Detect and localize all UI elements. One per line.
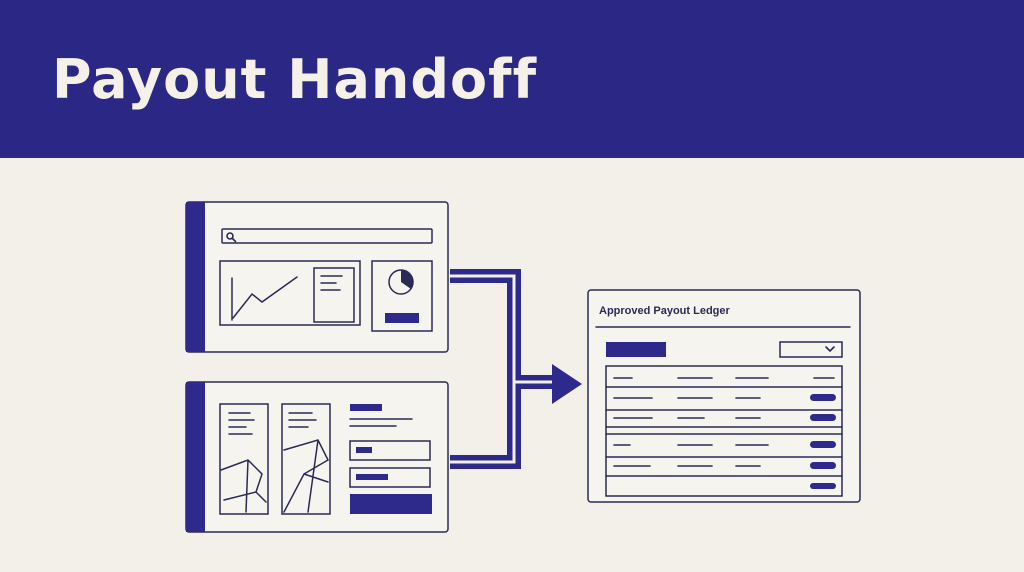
status-badge	[810, 441, 836, 448]
status-badge	[810, 414, 836, 421]
status-badge	[810, 483, 836, 489]
form-window	[185, 381, 449, 533]
status-badge	[810, 462, 836, 469]
arrow-right-icon	[552, 364, 582, 404]
form-heading-bar	[350, 404, 382, 411]
sketch-lines-left	[220, 459, 267, 513]
table-row[interactable]	[613, 441, 836, 448]
ledger-primary-button[interactable]	[606, 342, 666, 357]
dashboard-action-button[interactable]	[385, 313, 419, 323]
search-bar[interactable]	[221, 228, 433, 244]
ledger-window	[587, 289, 861, 503]
ledger-title: Approved Payout Ledger	[599, 305, 730, 317]
search-icon	[226, 232, 237, 243]
dashboard-sidebar	[186, 202, 205, 352]
line-chart-trend	[232, 276, 298, 319]
form-field-1[interactable]	[349, 440, 431, 461]
document-card-left	[219, 403, 269, 515]
form-sidebar	[186, 382, 205, 532]
table-row[interactable]	[613, 414, 836, 421]
dashboard-window	[185, 201, 449, 353]
chevron-down-icon	[825, 346, 835, 353]
form-field-2[interactable]	[349, 467, 431, 488]
header-banner: Payout Handoff	[0, 0, 1024, 158]
table-row[interactable]	[810, 483, 836, 489]
table-row[interactable]	[613, 394, 836, 401]
connector-bottom	[450, 382, 521, 469]
status-badge	[810, 394, 836, 401]
sketch-lines-right	[283, 439, 329, 513]
page-title: Payout Handoff	[52, 48, 538, 111]
connector-top	[450, 269, 556, 389]
handoff-connectors	[450, 269, 582, 469]
document-card-right	[281, 403, 331, 515]
pie-card	[371, 260, 433, 332]
line-chart-card	[219, 260, 361, 326]
pie-chart-icon	[388, 269, 414, 295]
ledger-table	[605, 365, 843, 497]
table-row[interactable]	[613, 462, 836, 469]
form-submit-button[interactable]	[350, 494, 432, 514]
text-block-card	[313, 267, 355, 323]
ledger-filter-dropdown[interactable]	[779, 341, 843, 358]
